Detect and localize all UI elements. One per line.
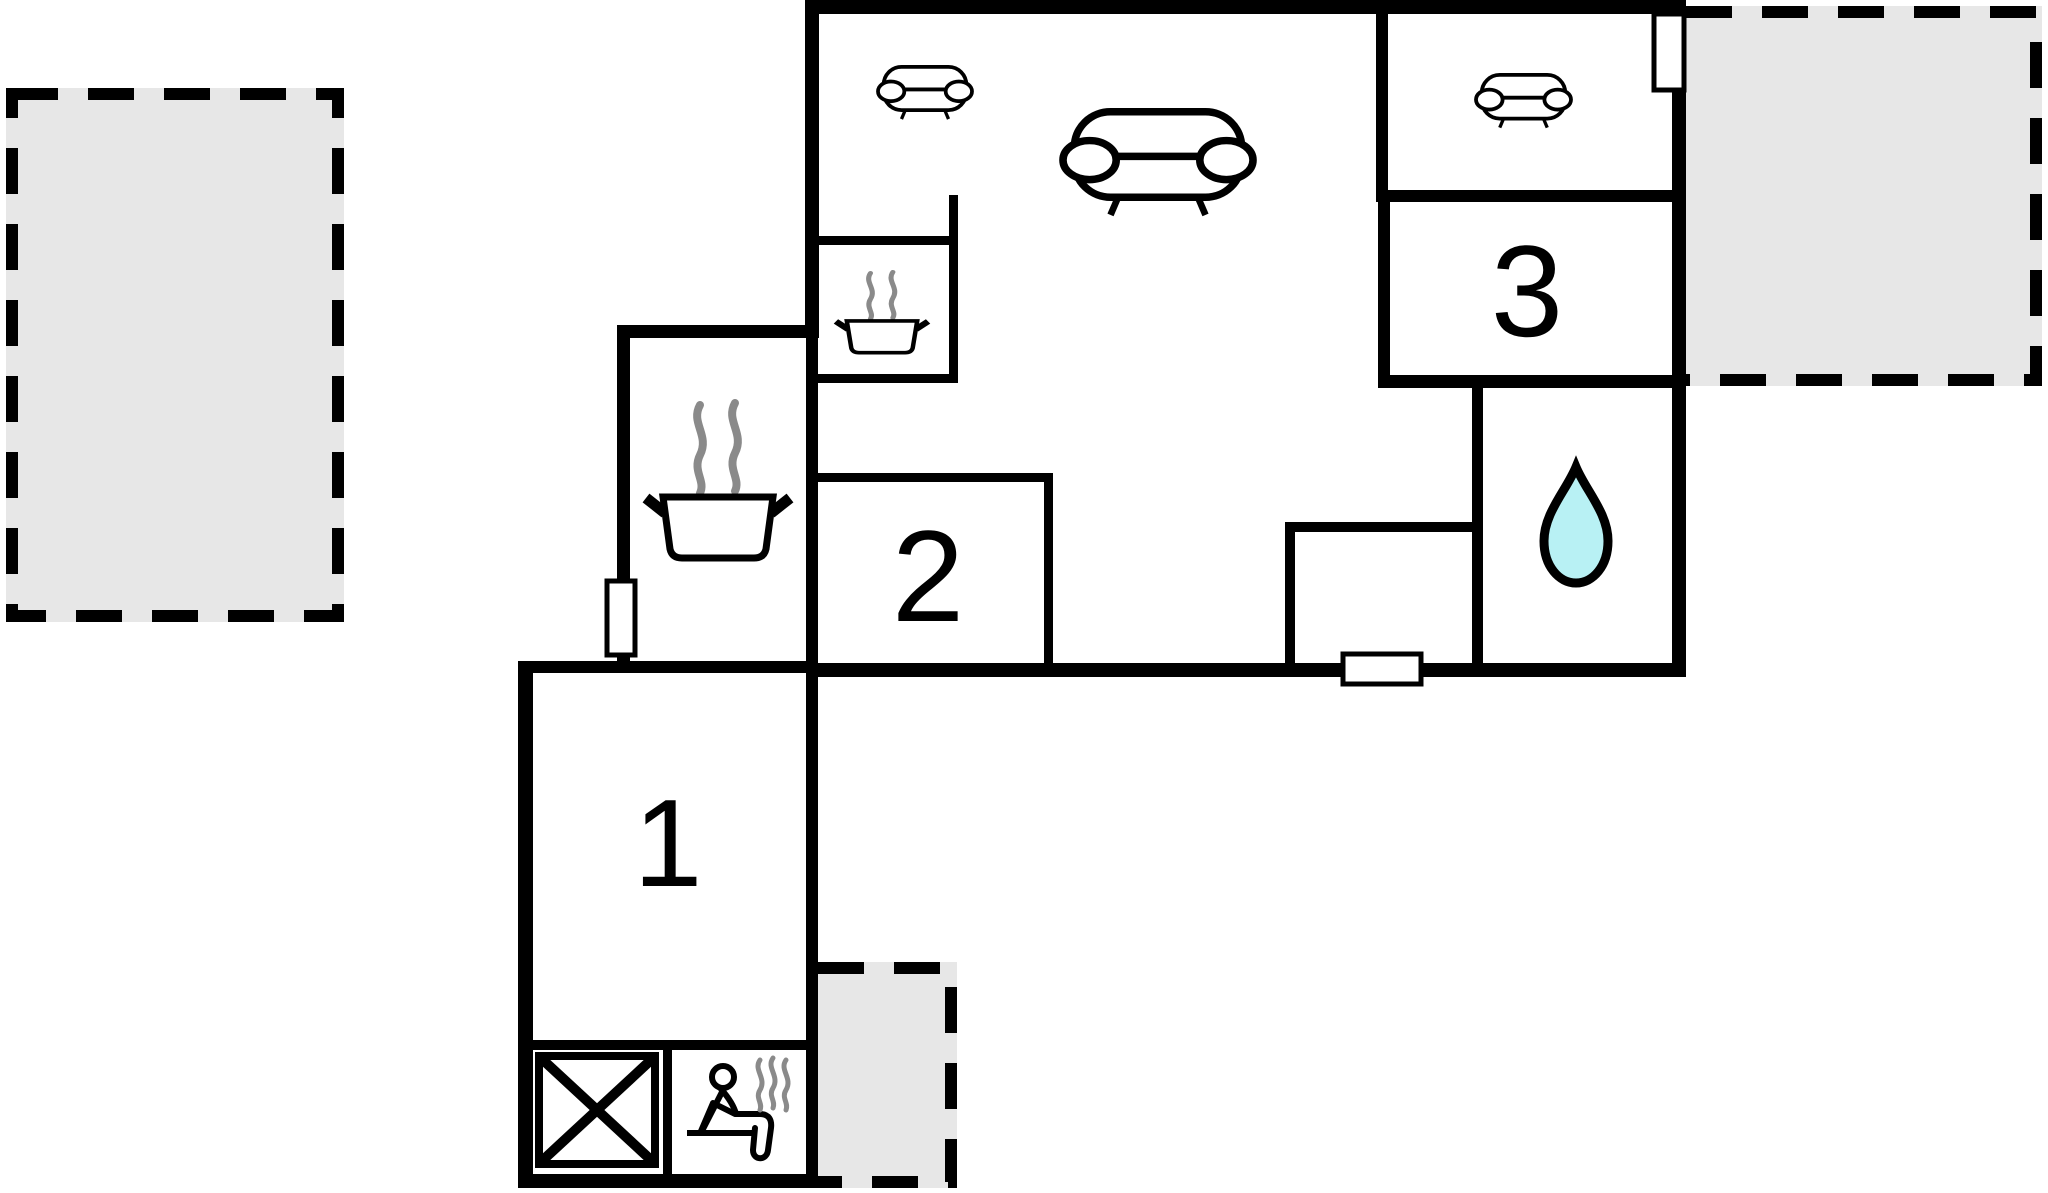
window-right-wall [1651, 11, 1687, 93]
walls [518, 0, 1686, 1188]
wall [949, 195, 958, 383]
room-1-label: 1 [634, 775, 703, 913]
wall [805, 0, 819, 337]
window-kitchen-wall [604, 578, 638, 658]
terrace-bottom [818, 962, 957, 1188]
wall [1285, 522, 1295, 663]
room-2-label: 2 [892, 503, 964, 649]
sofa-icon [1474, 73, 1573, 130]
wall [663, 1040, 672, 1174]
sauna-person-icon [687, 1055, 791, 1162]
wall [1472, 383, 1483, 663]
wall [1672, 0, 1686, 677]
wall [818, 374, 958, 383]
wall [806, 337, 818, 1188]
sofa-icon [1063, 112, 1253, 215]
room-3-label: 3 [1491, 218, 1563, 364]
wall [805, 0, 1686, 14]
terrace-right [1686, 6, 2042, 386]
wall [518, 1174, 818, 1188]
wall [518, 661, 533, 1188]
wall [1376, 190, 1672, 202]
wall [1376, 14, 1388, 202]
wall [617, 325, 819, 338]
wall [1378, 375, 1686, 388]
wall [1285, 522, 1472, 532]
entrance-door-bottom-wall [1340, 651, 1424, 687]
water-drop-icon [1539, 455, 1613, 588]
cooking-pot-icon [836, 272, 928, 353]
wall [1044, 473, 1053, 663]
sofa-icon [876, 64, 974, 121]
cooking-pot-icon [646, 403, 790, 558]
wall [818, 473, 1053, 482]
crossed-square-icon [535, 1052, 659, 1168]
wall [806, 663, 1686, 677]
wall [518, 661, 818, 673]
wall [617, 325, 630, 583]
wall [1378, 202, 1390, 377]
terrace-left [6, 88, 344, 622]
wall [818, 236, 949, 245]
